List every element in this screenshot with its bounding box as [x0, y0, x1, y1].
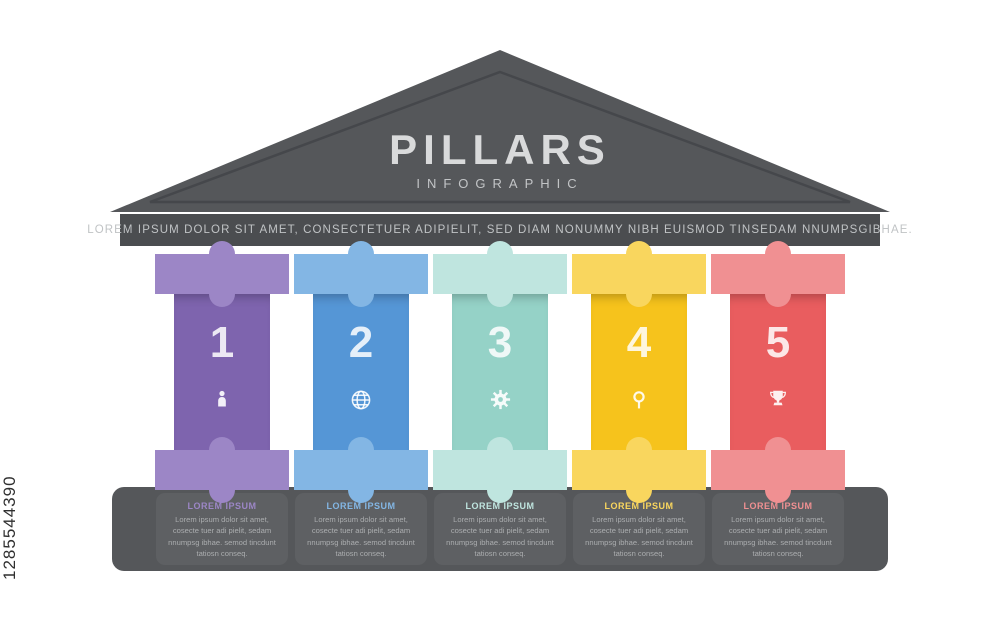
watermark: 1285544390	[0, 475, 19, 581]
pillar-4: 4	[572, 241, 706, 503]
pillar-number: 3	[487, 318, 513, 367]
card-title: LOREM IPSUM	[326, 501, 396, 511]
foundation: LOREM IPSUM Lorem ipsum dolor sit amet, …	[112, 487, 888, 571]
card-body: Lorem ipsum dolor sit amet, cosecte tuer…	[446, 515, 554, 559]
card-title: LOREM IPSUM	[743, 501, 813, 511]
gear-icon	[433, 388, 567, 411]
pillar-number: 4	[626, 318, 652, 367]
pillar-2: 2	[294, 241, 428, 503]
trophy-icon	[711, 388, 845, 410]
user-icon	[155, 388, 289, 410]
roof-shape	[110, 50, 890, 212]
foundation-card: LOREM IPSUM Lorem ipsum dolor sit amet, …	[295, 493, 427, 565]
card-body: Lorem ipsum dolor sit amet, cosecte tuer…	[585, 515, 693, 559]
pillar-shaft	[452, 294, 548, 450]
banner-text: LOREM IPSUM DOLOR SIT AMET, CONSECTETUER…	[87, 214, 912, 246]
card-title: LOREM IPSUM	[465, 501, 535, 511]
pillar-number: 5	[765, 318, 791, 367]
pillar-3: 3	[433, 241, 567, 503]
pillar-number: 1	[209, 318, 235, 367]
globe-icon	[294, 388, 428, 412]
card-body: Lorem ipsum dolor sit amet, cosecte tuer…	[168, 515, 276, 559]
pillar-capital	[711, 241, 845, 294]
pillar-1: 1	[155, 241, 289, 503]
pillar-capital	[433, 241, 567, 294]
pillar-base	[711, 450, 845, 503]
pillar-base	[433, 450, 567, 503]
card-title: LOREM IPSUM	[187, 501, 257, 511]
foundation-card: LOREM IPSUM Lorem ipsum dolor sit amet, …	[156, 493, 288, 565]
search-icon	[572, 388, 706, 412]
foundation-card: LOREM IPSUM Lorem ipsum dolor sit amet, …	[712, 493, 844, 565]
card-title: LOREM IPSUM	[604, 501, 674, 511]
pillar-base	[155, 450, 289, 503]
page-subtitle: INFOGRAPHIC	[416, 176, 584, 191]
pillar-capital	[155, 241, 289, 294]
pillar-shaft	[730, 294, 826, 450]
pillar-5: 5	[711, 241, 845, 503]
pillar-number: 2	[348, 318, 374, 367]
pillar-capital	[572, 241, 706, 294]
pillar-shaft	[174, 294, 270, 450]
card-body: Lorem ipsum dolor sit amet, cosecte tuer…	[307, 515, 415, 559]
pillar-capital	[294, 241, 428, 294]
foundation-card: LOREM IPSUM Lorem ipsum dolor sit amet, …	[573, 493, 705, 565]
page-title: PILLARS	[389, 126, 611, 173]
roof	[110, 50, 890, 212]
card-body: Lorem ipsum dolor sit amet, cosecte tuer…	[724, 515, 832, 559]
foundation-card: LOREM IPSUM Lorem ipsum dolor sit amet, …	[434, 493, 566, 565]
pillar-base	[294, 450, 428, 503]
pillar-base	[572, 450, 706, 503]
pillar-shaft	[591, 294, 687, 450]
pillar-shaft	[313, 294, 409, 450]
